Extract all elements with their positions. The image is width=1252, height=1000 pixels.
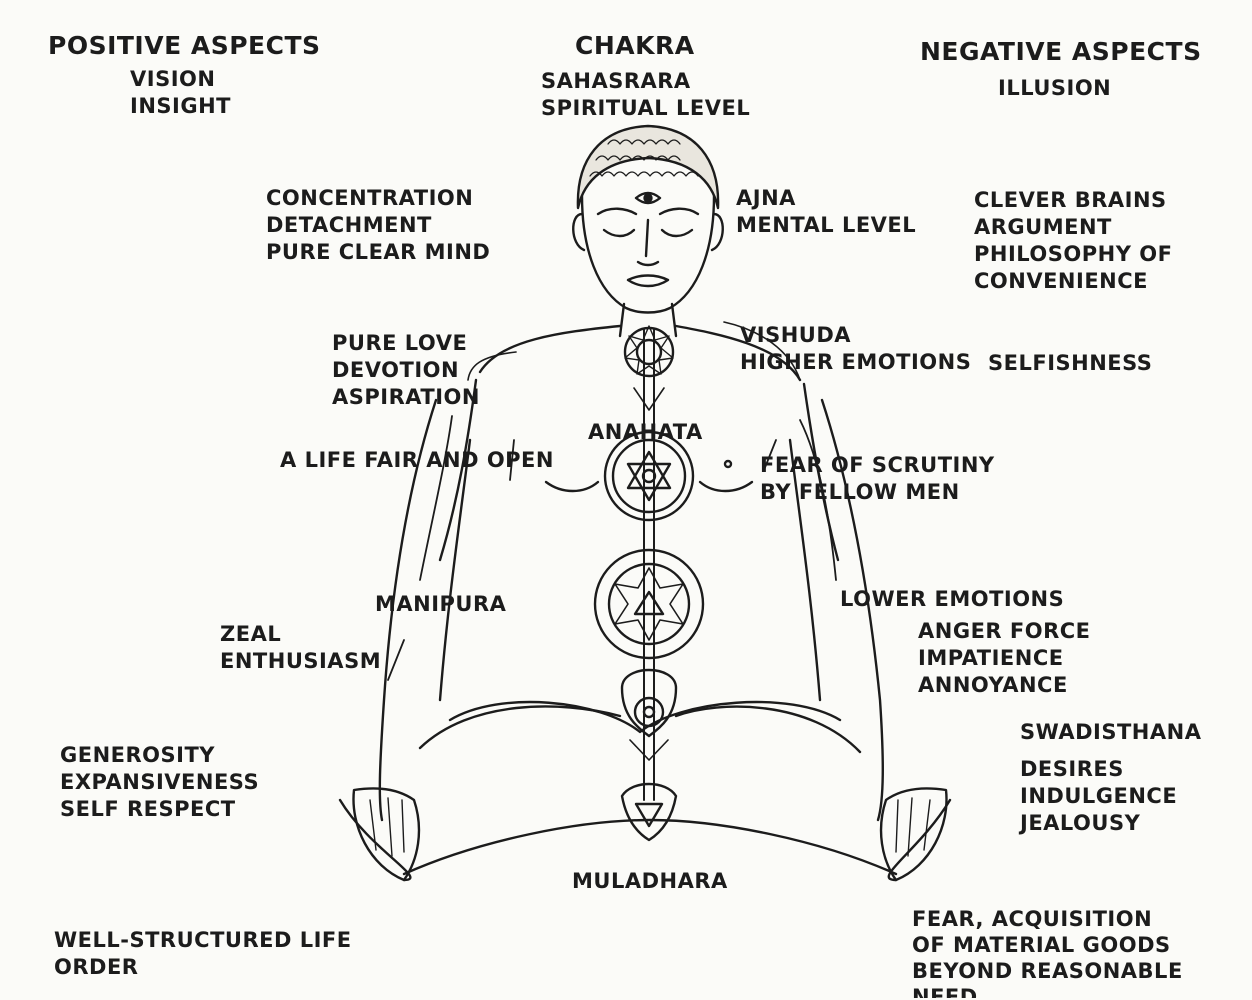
aspect-line: ENTHUSIASM [220,648,381,675]
anahata-negative: FEAR OF SCRUTINY BY FELLOW MEN [760,452,995,506]
muladhara-positive: WELL-STRUCTURED LIFE ORDER [54,927,352,981]
anahata-chakra-label: ANAHATA [588,419,703,446]
sahasrara-negative: ILLUSION [998,75,1111,102]
manipura-positive: ZEAL ENTHUSIASM [220,621,381,675]
aspect-line: DESIRES [1020,756,1177,783]
chakra-name: MANIPURA [375,591,506,618]
right-brow [660,209,698,214]
left-chest-line [546,482,598,491]
neck-left [620,304,624,336]
manipura-negative-heading: LOWER EMOTIONS [840,586,1064,613]
aspect-line: FEAR, ACQUISITION [912,906,1183,932]
aspect-line: FEAR OF SCRUTINY [760,452,995,479]
vishuda-symbol [625,326,673,410]
ajna-positive: CONCENTRATION DETACHMENT PURE CLEAR MIND [266,185,490,266]
chakra-level: MENTAL LEVEL [736,212,916,239]
vishuda-positive: PURE LOVE DEVOTION ASPIRATION [332,330,480,411]
manipura-negative: ANGER FORCE IMPATIENCE ANNOYANCE [918,618,1091,699]
aspect-line: PURE LOVE [332,330,480,357]
nose [638,220,658,265]
aspect-line: A LIFE FAIR AND OPEN [280,447,554,474]
aspect-line: INSIGHT [130,93,231,120]
chakra-name: SAHASRARA [541,68,750,95]
right-thigh-top [676,707,860,752]
chakra-name: VISHUDA [740,322,971,349]
aspect-line: CONVENIENCE [974,268,1172,295]
left-thigh-top [420,706,620,748]
chakra-symbols [595,326,703,840]
aspect-line: SELF RESPECT [60,796,259,823]
chakra-level: SPIRITUAL LEVEL [541,95,750,122]
left-eye [604,230,634,236]
muladhara-symbol [622,784,676,840]
aspect-line: EXPANSIVENESS [60,769,259,796]
anahata-positive: A LIFE FAIR AND OPEN [280,447,554,474]
aspect-line: PURE CLEAR MIND [266,239,490,266]
aspect-line: OF MATERIAL GOODS [912,932,1183,958]
chakra-level: HIGHER EMOTIONS [740,349,971,376]
aspect-line: JEALOUSY [1020,810,1177,837]
sahasrara-positive: VISION INSIGHT [130,66,231,120]
aspect-line: ANNOYANCE [918,672,1091,699]
manipura-chakra-label: MANIPURA [375,591,506,618]
left-hand [353,788,418,880]
right-chest-line [700,482,752,491]
lower-legs [404,820,896,874]
head [573,126,723,313]
aspect-line: ASPIRATION [332,384,480,411]
face-outline [582,196,714,313]
muladhara-chakra-label: MULADHARA [572,868,728,895]
swadisthana-symbol [622,670,676,760]
sahasrara-chakra-label: SAHASRARA SPIRITUAL LEVEL [541,68,750,122]
aspect-line: CONCENTRATION [266,185,490,212]
aspect-line: WELL-STRUCTURED LIFE [54,927,352,954]
ajna-chakra-label: AJNA MENTAL LEVEL [736,185,916,239]
lips [628,276,668,287]
aspect-line: NEED [912,984,1183,998]
aspect-line: DETACHMENT [266,212,490,239]
chakra-name: AJNA [736,185,916,212]
aspect-line: IMPATIENCE [918,645,1091,672]
aspect-line: GENEROSITY [60,742,259,769]
aspect-line: CLEVER BRAINS [974,187,1172,214]
negative-aspects-header: NEGATIVE ASPECTS [920,37,1202,67]
aspect-line: VISION [130,66,231,93]
ajna-dot [645,195,652,202]
swadisthana-negative: DESIRES INDULGENCE JEALOUSY [1020,756,1177,837]
positive-aspects-header: POSITIVE ASPECTS [48,31,321,61]
manipura-symbol [595,550,703,658]
chakra-header: CHAKRA [575,31,695,61]
swadisthana-positive: GENEROSITY EXPANSIVENESS SELF RESPECT [60,742,259,823]
aspect-line: INDULGENCE [1020,783,1177,810]
nipple-right [725,461,731,467]
muladhara-negative: FEAR, ACQUISITION OF MATERIAL GOODS BEYO… [912,906,1183,998]
aspect-line: PHILOSOPHY OF [974,241,1172,268]
right-hand [881,788,946,880]
aspect-line: DEVOTION [332,357,480,384]
left-inner-arm [440,440,470,700]
swadisthana-chakra-label: SWADISTHANA [1020,719,1201,746]
aspect-line: ZEAL [220,621,381,648]
aspect-line: ANGER FORCE [918,618,1091,645]
aspect-heading: LOWER EMOTIONS [840,586,1064,613]
aspect-line: BY FELLOW MEN [760,479,995,506]
chakra-name: ANAHATA [588,419,703,446]
aspect-line: SELFISHNESS [988,350,1152,377]
left-shoulder [480,326,620,372]
right-eye [662,230,692,236]
neck-right [672,304,676,336]
ajna-negative: CLEVER BRAINS ARGUMENT PHILOSOPHY OF CON… [974,187,1172,295]
vishuda-negative: SELFISHNESS [988,350,1152,377]
vishuda-chakra-label: VISHUDA HIGHER EMOTIONS [740,322,971,376]
chakra-name: SWADISTHANA [1020,719,1201,746]
aspect-line: ORDER [54,954,352,981]
chakra-name: MULADHARA [572,868,728,895]
aspect-line: BEYOND REASONABLE [912,958,1183,984]
aspect-line: ILLUSION [998,75,1111,102]
aspect-line: ARGUMENT [974,214,1172,241]
left-brow [598,209,636,214]
